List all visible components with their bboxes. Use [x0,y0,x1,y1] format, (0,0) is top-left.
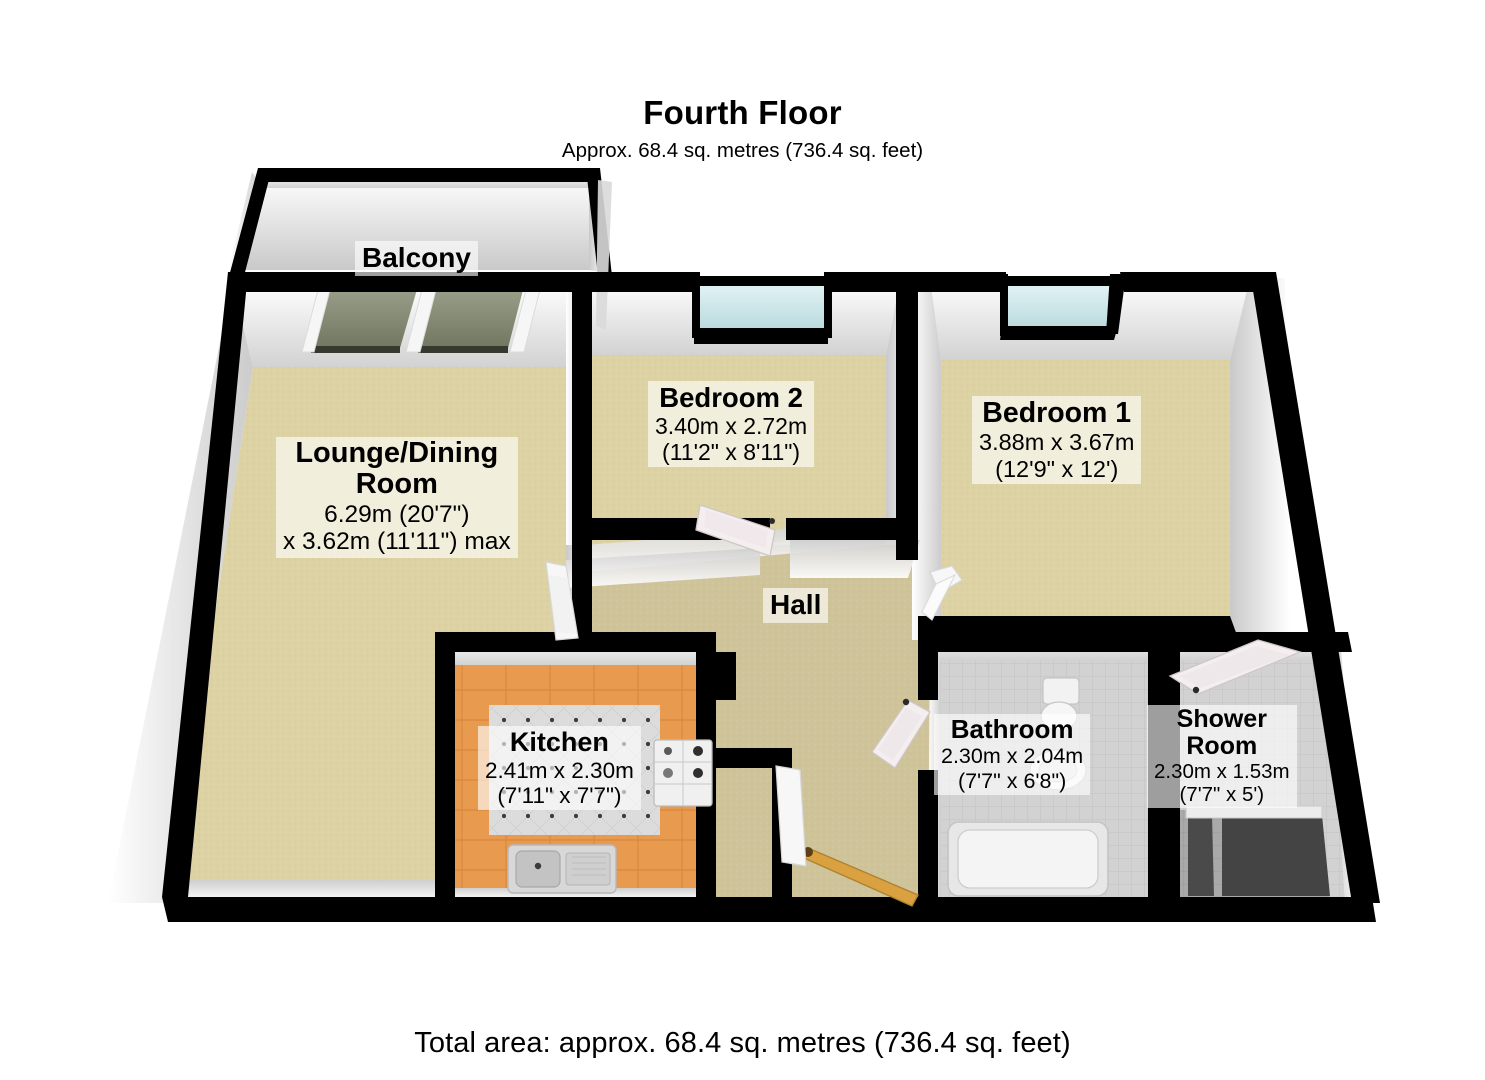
balcony-sliding-doors[interactable] [301,281,543,353]
room-label-bathroom: Bathroom 2.30m x 2.04m (7'7" x 6'8") [934,714,1091,795]
room-dim-lounge-metric: 6.29m (20'7") [324,500,470,528]
room-name-kitchen: Kitchen [509,727,609,757]
room-name-balcony: Balcony [362,242,471,273]
door-bedroom2[interactable] [695,504,776,557]
walls-outline [162,168,1380,922]
room-name-shower-line1: Shower [1176,705,1267,733]
room-dim-bedroom2-imperial: (11'2" x 8'11") [662,439,801,466]
plan-header: Fourth Floor Approx. 68.4 sq. metres (73… [0,0,1485,163]
room-name-hall: Hall [770,589,822,620]
room-name-lounge-line2: Room [355,468,438,501]
bathroom-bath [947,821,1109,897]
room-name-lounge-line1: Lounge/Dining [295,437,499,469]
room-dim-bathroom-imperial: (7'7" x 6'8") [957,768,1067,793]
total-area-text: Total area: approx. 68.4 sq. metres (736… [414,1027,1071,1059]
room-label-bedroom1: Bedroom 1 3.88m x 3.67m (12'9" x 12') [972,396,1142,485]
room-dim-bedroom1-metric: 3.88m x 3.67m [979,429,1135,456]
door-lounge[interactable] [545,561,579,641]
room-label-balcony: Balcony [355,241,478,276]
room-dim-bathroom-metric: 2.30m x 2.04m [941,744,1084,769]
room-dim-shower-metric: 2.30m x 1.53m [1154,759,1290,783]
kitchen-sink [507,844,617,894]
room-name-bedroom1: Bedroom 1 [982,397,1132,429]
room-label-shower: Shower Room 2.30m x 1.53m (7'7" x 5') [1147,705,1297,808]
page-subtitle: Approx. 68.4 sq. metres (736.4 sq. feet) [561,139,924,163]
door-bathroom[interactable] [871,698,931,769]
room-label-bedroom2: Bedroom 2 3.40m x 2.72m (11'2" x 8'11") [648,381,815,468]
room-label-hall: Hall [763,588,829,623]
kitchen-hob [653,739,713,807]
door-shower[interactable] [1168,639,1302,695]
room-dim-bedroom2-metric: 3.40m x 2.72m [655,413,808,440]
room-label-lounge: Lounge/Dining Room 6.29m (20'7") x 3.62m… [276,437,518,558]
page-title: Fourth Floor [643,94,842,131]
door-hall-kitchen[interactable] [775,765,807,867]
wall-faces-hall [566,540,920,588]
room-label-kitchen: Kitchen 2.41m x 2.30m (7'11" x 7'7") [478,726,641,811]
room-dim-kitchen-metric: 2.41m x 2.30m [485,757,634,783]
room-name-shower-line2: Room [1186,731,1258,760]
room-name-bathroom: Bathroom [950,714,1074,744]
room-name-bedroom2: Bedroom 2 [659,382,803,413]
room-dim-kitchen-imperial: (7'11" x 7'7") [497,782,622,808]
room-floor-balcony [240,175,589,270]
room-dim-bedroom1-imperial: (12'9" x 12') [995,455,1119,482]
window-bedroom2 [692,276,832,338]
room-dim-lounge-imperial: x 3.62m (11'11") max [283,528,511,556]
door-bedroom1[interactable] [921,565,963,621]
room-dim-shower-imperial: (7'7" x 5') [1179,782,1265,806]
